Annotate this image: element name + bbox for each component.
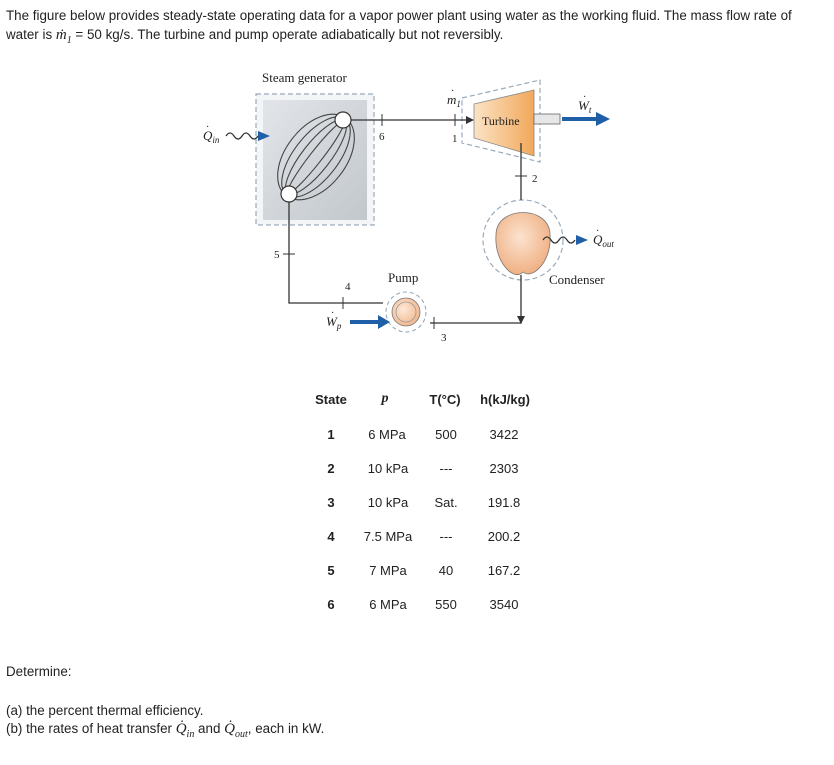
part-a: (a) the percent thermal efficiency. (6, 703, 204, 718)
intro-line-2-pre: water is (6, 27, 56, 42)
row1-p: 6 MPa (368, 427, 406, 442)
row4-p: 7.5 MPa (363, 529, 413, 544)
row2-p: 10 kPa (367, 461, 409, 476)
header-p: p (381, 391, 389, 406)
row5-h: 167.2 (487, 563, 521, 578)
pump-work-arrow (350, 315, 390, 329)
row3-state: 3 (327, 495, 335, 510)
svg-text:·: · (451, 86, 454, 97)
intro-line-1: The figure below provides steady-state o… (6, 8, 792, 23)
row5-state: 5 (327, 563, 335, 578)
pipe-4-5 (288, 202, 383, 304)
m1-label: m1 (447, 92, 461, 109)
mass-flow-symbol: ṁ1 (55, 27, 72, 46)
row3-t: Sat. (434, 495, 458, 510)
row4-h: 200.2 (487, 529, 521, 544)
row3-h: 191.8 (487, 495, 521, 510)
state-label-4: 4 (345, 281, 351, 293)
header-state: State (315, 392, 347, 407)
row1-h: 3422 (489, 427, 519, 442)
state-table: State p T(°C) h(kJ/kg) 1 6 MPa 500 3422 … (315, 391, 530, 612)
header-t: T(°C) (429, 392, 461, 407)
row3-p: 10 kPa (367, 495, 409, 510)
row6-h: 3540 (489, 597, 519, 612)
power-plant-diagram: 6 1 2 3 4 5 Steam generator Turbine Pump… (203, 70, 614, 344)
row1-t: 500 (435, 427, 457, 442)
row4-state: 4 (327, 529, 335, 544)
q-in-label: Qin (203, 128, 220, 145)
pump-label: Pump (388, 270, 418, 285)
row5-p: 7 MPa (369, 563, 407, 578)
row2-t: --- (439, 461, 453, 476)
part-b: (b) the rates of heat transfer Q̇in and … (6, 721, 325, 740)
turbine-label: Turbine (482, 114, 520, 128)
state-label-6: 6 (379, 131, 385, 143)
turbine (461, 79, 561, 163)
flow-arrows (466, 116, 525, 324)
intro-line-2: water is ṁ1 = 50 kg/s. The turbine and … (6, 25, 832, 50)
row2-h: 2303 (489, 461, 519, 476)
w-t-label: Wt (578, 98, 592, 115)
row1-state: 1 (327, 427, 335, 442)
q-in-symbol: Q̇in (175, 721, 195, 740)
problem-statement: The figure below provides steady-state o… (6, 6, 832, 50)
q-out-symbol: Q̇out (224, 721, 248, 740)
w-p-label: Wp (326, 314, 342, 331)
row4-t: --- (439, 529, 453, 544)
condenser-label: Condenser (549, 272, 605, 287)
state-label-3: 3 (441, 332, 447, 344)
row5-t: 40 (438, 563, 454, 578)
determine-heading: Determine: (6, 664, 72, 679)
svg-text:·: · (331, 308, 334, 319)
state-ticks (283, 114, 527, 329)
state-label-1: 1 (452, 133, 458, 145)
heat-in-arrow (225, 131, 270, 141)
svg-text:·: · (583, 92, 586, 103)
state-label-5: 5 (274, 249, 280, 261)
row6-p: 6 MPa (369, 597, 407, 612)
condenser (482, 199, 564, 281)
steam-generator-label: Steam generator (262, 70, 347, 85)
row6-t: 550 (435, 597, 457, 612)
state-label-2: 2 (532, 173, 538, 185)
heat-out-arrow (542, 235, 588, 245)
pump (385, 291, 427, 333)
q-out-label: Qout (593, 232, 614, 249)
row6-state: 6 (327, 597, 335, 612)
header-h: h(kJ/kg) (480, 392, 530, 407)
row2-state: 2 (327, 461, 335, 476)
steam-generator (255, 93, 375, 226)
svg-text:·: · (596, 226, 599, 237)
svg-text:·: · (206, 122, 209, 133)
intro-line-2-post: = 50 kg/s. The turbine and pump operate … (71, 27, 504, 42)
turbine-work-arrow (562, 112, 610, 126)
